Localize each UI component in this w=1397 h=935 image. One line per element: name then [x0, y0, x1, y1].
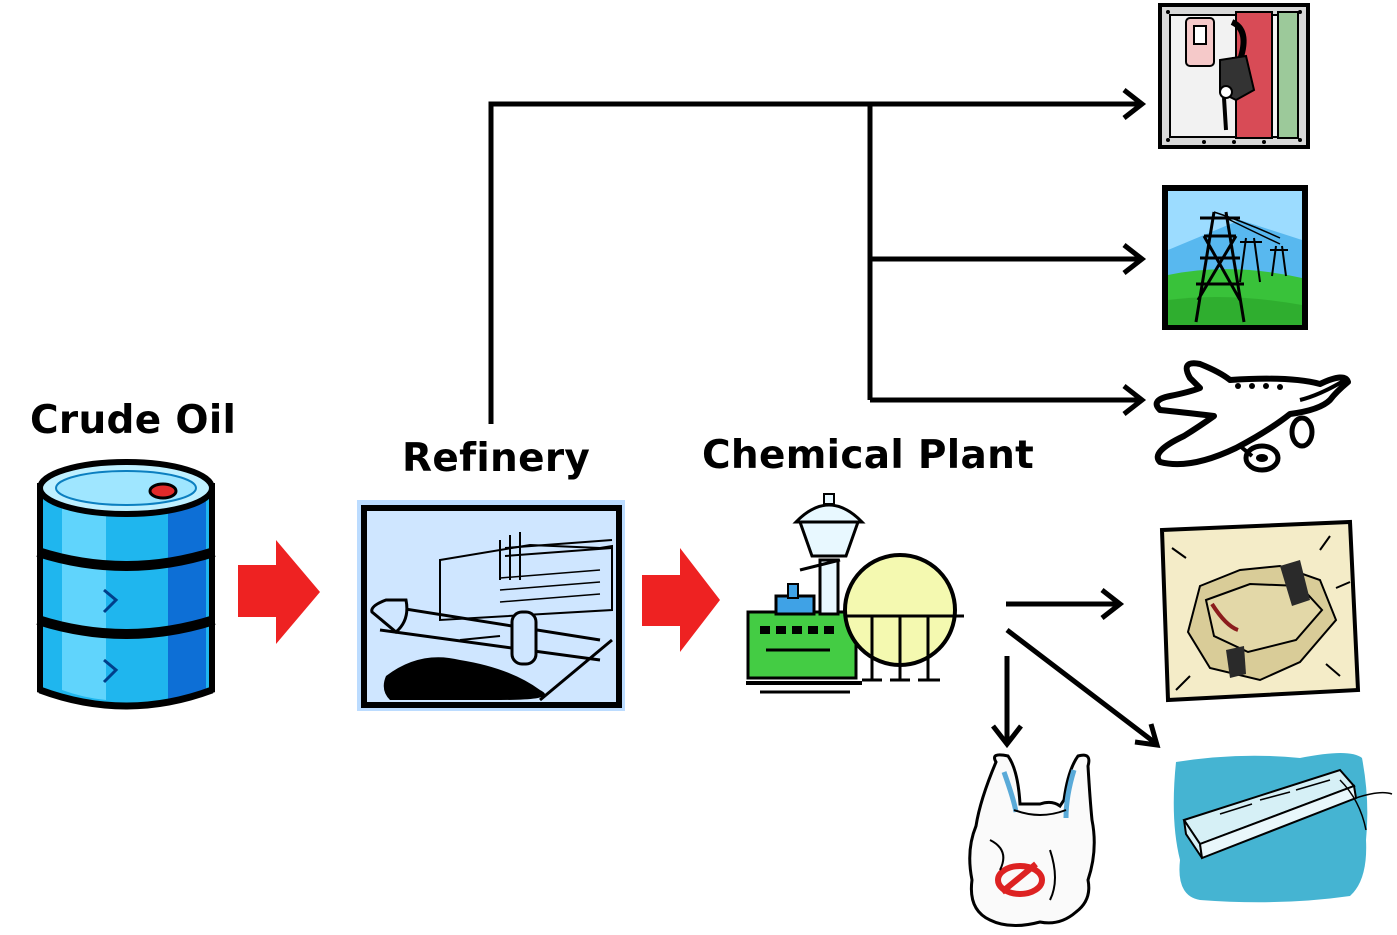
airplane-icon [1153, 360, 1351, 473]
clothing-icon [1159, 519, 1361, 703]
chemical-plant-output-connectors [991, 588, 1161, 749]
refinery-label: Refinery [402, 436, 591, 481]
process-arrow-2 [642, 548, 720, 652]
refinery-output-connectors [488, 88, 1147, 424]
power-lines-icon [1162, 185, 1308, 330]
oil-barrel-icon [36, 459, 216, 710]
chemical-plant-icon [746, 493, 964, 694]
fuel-pump-icon [1158, 3, 1310, 149]
refinery-icon [357, 500, 625, 711]
crude-oil-label: Crude Oil [30, 398, 237, 443]
process-arrow-1 [238, 540, 320, 644]
chemical-plant-label: Chemical Plant [702, 433, 1035, 478]
plastic-bag-icon [968, 753, 1096, 927]
plastic-wrap-icon [1173, 753, 1393, 903]
